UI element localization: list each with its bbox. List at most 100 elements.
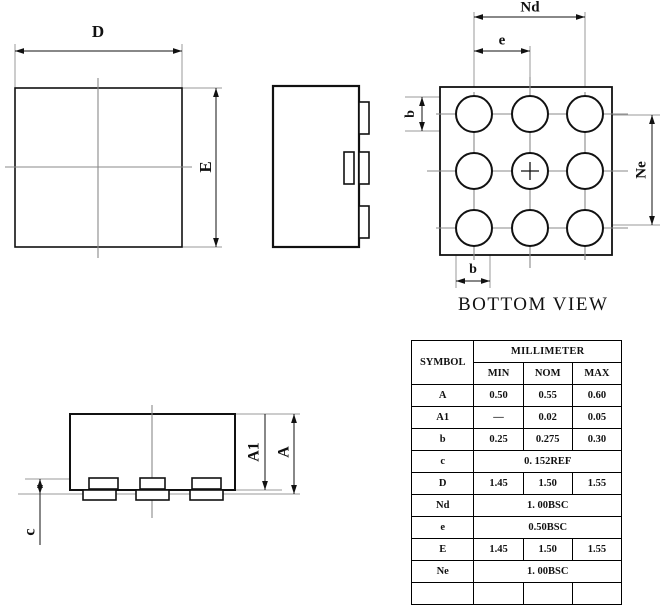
ball-grid (455, 95, 604, 247)
side-view-ball-3 (358, 205, 370, 239)
cell-symbol (410, 582, 475, 605)
inner-pad-3 (191, 477, 222, 490)
cell-symbol: b (410, 428, 475, 451)
cell-max: 0.60 (571, 384, 623, 407)
cell-min: — (473, 406, 524, 429)
ball-a1 (455, 95, 493, 133)
dimension-Nd: Nd (474, 0, 585, 20)
inner-pad-1 (88, 477, 119, 490)
cell-symbol: A (410, 384, 475, 407)
cell-min: 0.50 (473, 384, 524, 407)
dimension-label-b-horizontal: b (469, 262, 477, 277)
cell-min: 1.45 (473, 472, 524, 495)
top-view-center-lines (5, 78, 192, 258)
table-header-row-1: SYMBOL MILLIMETER (410, 340, 622, 385)
cell-symbol: D (410, 472, 475, 495)
cell-nom: 0.275 (522, 428, 573, 451)
cell-nom: 0.02 (522, 406, 573, 429)
cell-value-span: 0.50BSC (473, 516, 622, 539)
cell-max: 1.55 (571, 538, 623, 561)
dimension-A1: A1 (246, 414, 268, 490)
cell-symbol: E (410, 538, 475, 561)
dimension-label-E: E (196, 161, 215, 172)
front-section-view: A A1 c (18, 405, 300, 545)
center-cross-icon (521, 162, 539, 180)
top-view: D E (5, 22, 222, 258)
cell-max (571, 582, 623, 605)
cell-max: 0.05 (571, 406, 623, 429)
side-view (271, 84, 370, 249)
ball-a2 (511, 95, 549, 133)
header-min: MIN (473, 362, 524, 385)
cell-nom (522, 582, 573, 605)
cell-min: 0.25 (473, 428, 524, 451)
dimension-label-e: e (499, 32, 506, 48)
dimension-D: D (15, 22, 182, 54)
dimension-e: e (474, 32, 530, 54)
header-max: MAX (571, 362, 623, 385)
dimension-label-Nd: Nd (520, 0, 540, 15)
bottom-view: Nd e b b Ne (403, 0, 660, 288)
side-view-inner-pad (343, 151, 355, 185)
header-nom: NOM (522, 362, 573, 385)
cell-symbol: e (410, 516, 475, 539)
table-row (410, 582, 623, 605)
cell-symbol: A1 (410, 406, 475, 429)
cell-symbol: Ne (410, 560, 475, 583)
dimension-b-vertical: b (403, 97, 425, 131)
header-millimeter: MILLIMETER (473, 340, 622, 363)
cell-min (473, 582, 524, 605)
dimension-A: A (276, 414, 297, 494)
cell-nom: 0.55 (522, 384, 573, 407)
dimension-Ne: Ne (633, 115, 655, 225)
dimension-label-Ne: Ne (633, 161, 649, 179)
dimension-E: E (196, 88, 219, 247)
cell-value-span: 1. 00BSC (473, 494, 622, 517)
cell-value-span: 1. 00BSC (473, 560, 622, 583)
dimension-label-b-vertical: b (403, 110, 418, 118)
dimension-label-c: c (22, 528, 39, 535)
cell-max: 1.55 (571, 472, 623, 495)
inner-pad-2 (139, 477, 166, 490)
bottom-view-caption: BOTTOM VIEW (458, 294, 609, 315)
dimension-label-D: D (92, 22, 104, 41)
cell-max: 0.30 (571, 428, 623, 451)
cell-nom: 1.50 (522, 538, 573, 561)
side-view-ball-2 (358, 151, 370, 185)
header-symbol: SYMBOL (410, 340, 475, 385)
cell-nom: 1.50 (522, 472, 573, 495)
cell-symbol: c (410, 450, 475, 473)
cell-symbol: Nd (410, 494, 475, 517)
cell-value-span: 0. 152REF (473, 450, 622, 473)
cell-min: 1.45 (473, 538, 524, 561)
solder-ball-3 (189, 489, 224, 501)
dimension-label-A1: A1 (246, 442, 263, 462)
side-view-ball-1 (358, 101, 370, 135)
table-header-row-2: MIN NOM MAX (412, 362, 623, 385)
solder-balls (82, 489, 224, 501)
ball-a3 (566, 95, 604, 133)
ball-c2 (511, 209, 549, 247)
dimension-c: c (22, 479, 43, 545)
dimension-b-horizontal: b (456, 262, 490, 284)
ball-b3 (566, 152, 604, 190)
dimension-table-head: SYMBOL MILLIMETER MIN NOM MAX (410, 340, 623, 385)
dimension-label-A: A (276, 446, 293, 458)
inner-pads (88, 477, 222, 490)
solder-ball-1 (82, 489, 117, 501)
solder-ball-2 (135, 489, 170, 501)
ball-b1 (455, 152, 493, 190)
